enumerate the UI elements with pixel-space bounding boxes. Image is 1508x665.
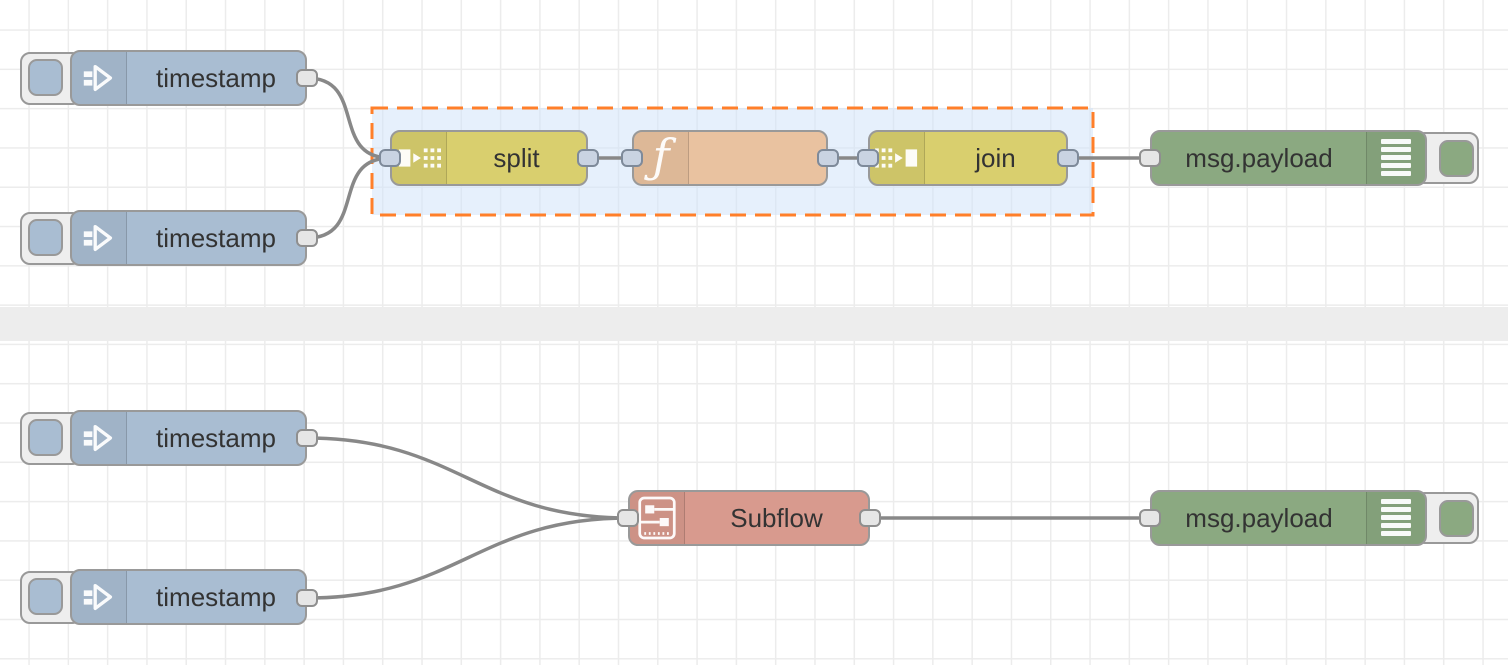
function-node[interactable]: ƒ bbox=[632, 130, 828, 186]
output-port[interactable] bbox=[296, 589, 318, 607]
node-label: timestamp bbox=[156, 62, 276, 93]
debug-button-square[interactable] bbox=[1439, 500, 1474, 537]
output-port[interactable] bbox=[1057, 149, 1079, 167]
debug-button-square[interactable] bbox=[1439, 140, 1474, 177]
node-label: msg.payload bbox=[1185, 502, 1333, 533]
debug-node[interactable]: msg.payload bbox=[1150, 490, 1427, 546]
inject-button-square[interactable] bbox=[28, 219, 63, 256]
debug-lines-icon bbox=[1366, 132, 1425, 184]
output-port[interactable] bbox=[296, 69, 318, 87]
subflow-node[interactable]: Subflow bbox=[628, 490, 870, 546]
output-port[interactable] bbox=[577, 149, 599, 167]
subflow-icon bbox=[630, 492, 685, 544]
node-label: split bbox=[493, 142, 540, 173]
input-port[interactable] bbox=[379, 149, 401, 167]
input-port[interactable] bbox=[1139, 149, 1161, 167]
join-icon bbox=[870, 132, 925, 184]
debug-node[interactable]: msg.payload bbox=[1150, 130, 1427, 186]
wire[interactable] bbox=[305, 76, 392, 160]
split-node[interactable]: split bbox=[390, 130, 588, 186]
node-label: Subflow bbox=[730, 502, 823, 533]
inject-button-square[interactable] bbox=[28, 578, 63, 615]
inject-node[interactable]: timestamp bbox=[70, 569, 307, 625]
inject-arrow-icon bbox=[72, 571, 127, 623]
node-label: join bbox=[975, 142, 1016, 173]
inject-node[interactable]: timestamp bbox=[70, 210, 307, 266]
node-label bbox=[689, 132, 826, 184]
wire[interactable] bbox=[305, 436, 630, 520]
input-port[interactable] bbox=[1139, 509, 1161, 527]
section-divider bbox=[0, 307, 1508, 341]
input-port[interactable] bbox=[857, 149, 879, 167]
output-port[interactable] bbox=[817, 149, 839, 167]
function-icon: ƒ bbox=[634, 132, 689, 184]
input-port[interactable] bbox=[621, 149, 643, 167]
wire[interactable] bbox=[305, 156, 392, 240]
inject-button-square[interactable] bbox=[28, 419, 63, 456]
inject-arrow-icon bbox=[72, 412, 127, 464]
node-label: msg.payload bbox=[1185, 142, 1333, 173]
join-node[interactable]: join bbox=[868, 130, 1068, 186]
split-icon bbox=[392, 132, 447, 184]
node-label: timestamp bbox=[156, 222, 276, 253]
inject-arrow-icon bbox=[72, 52, 127, 104]
inject-node[interactable]: timestamp bbox=[70, 410, 307, 466]
debug-lines-icon bbox=[1366, 492, 1425, 544]
output-port[interactable] bbox=[859, 509, 881, 527]
wire[interactable] bbox=[305, 516, 630, 600]
input-port[interactable] bbox=[617, 509, 639, 527]
node-label: timestamp bbox=[156, 581, 276, 612]
inject-node[interactable]: timestamp bbox=[70, 50, 307, 106]
inject-button-square[interactable] bbox=[28, 59, 63, 96]
inject-arrow-icon bbox=[72, 212, 127, 264]
output-port[interactable] bbox=[296, 229, 318, 247]
node-label: timestamp bbox=[156, 422, 276, 453]
output-port[interactable] bbox=[296, 429, 318, 447]
